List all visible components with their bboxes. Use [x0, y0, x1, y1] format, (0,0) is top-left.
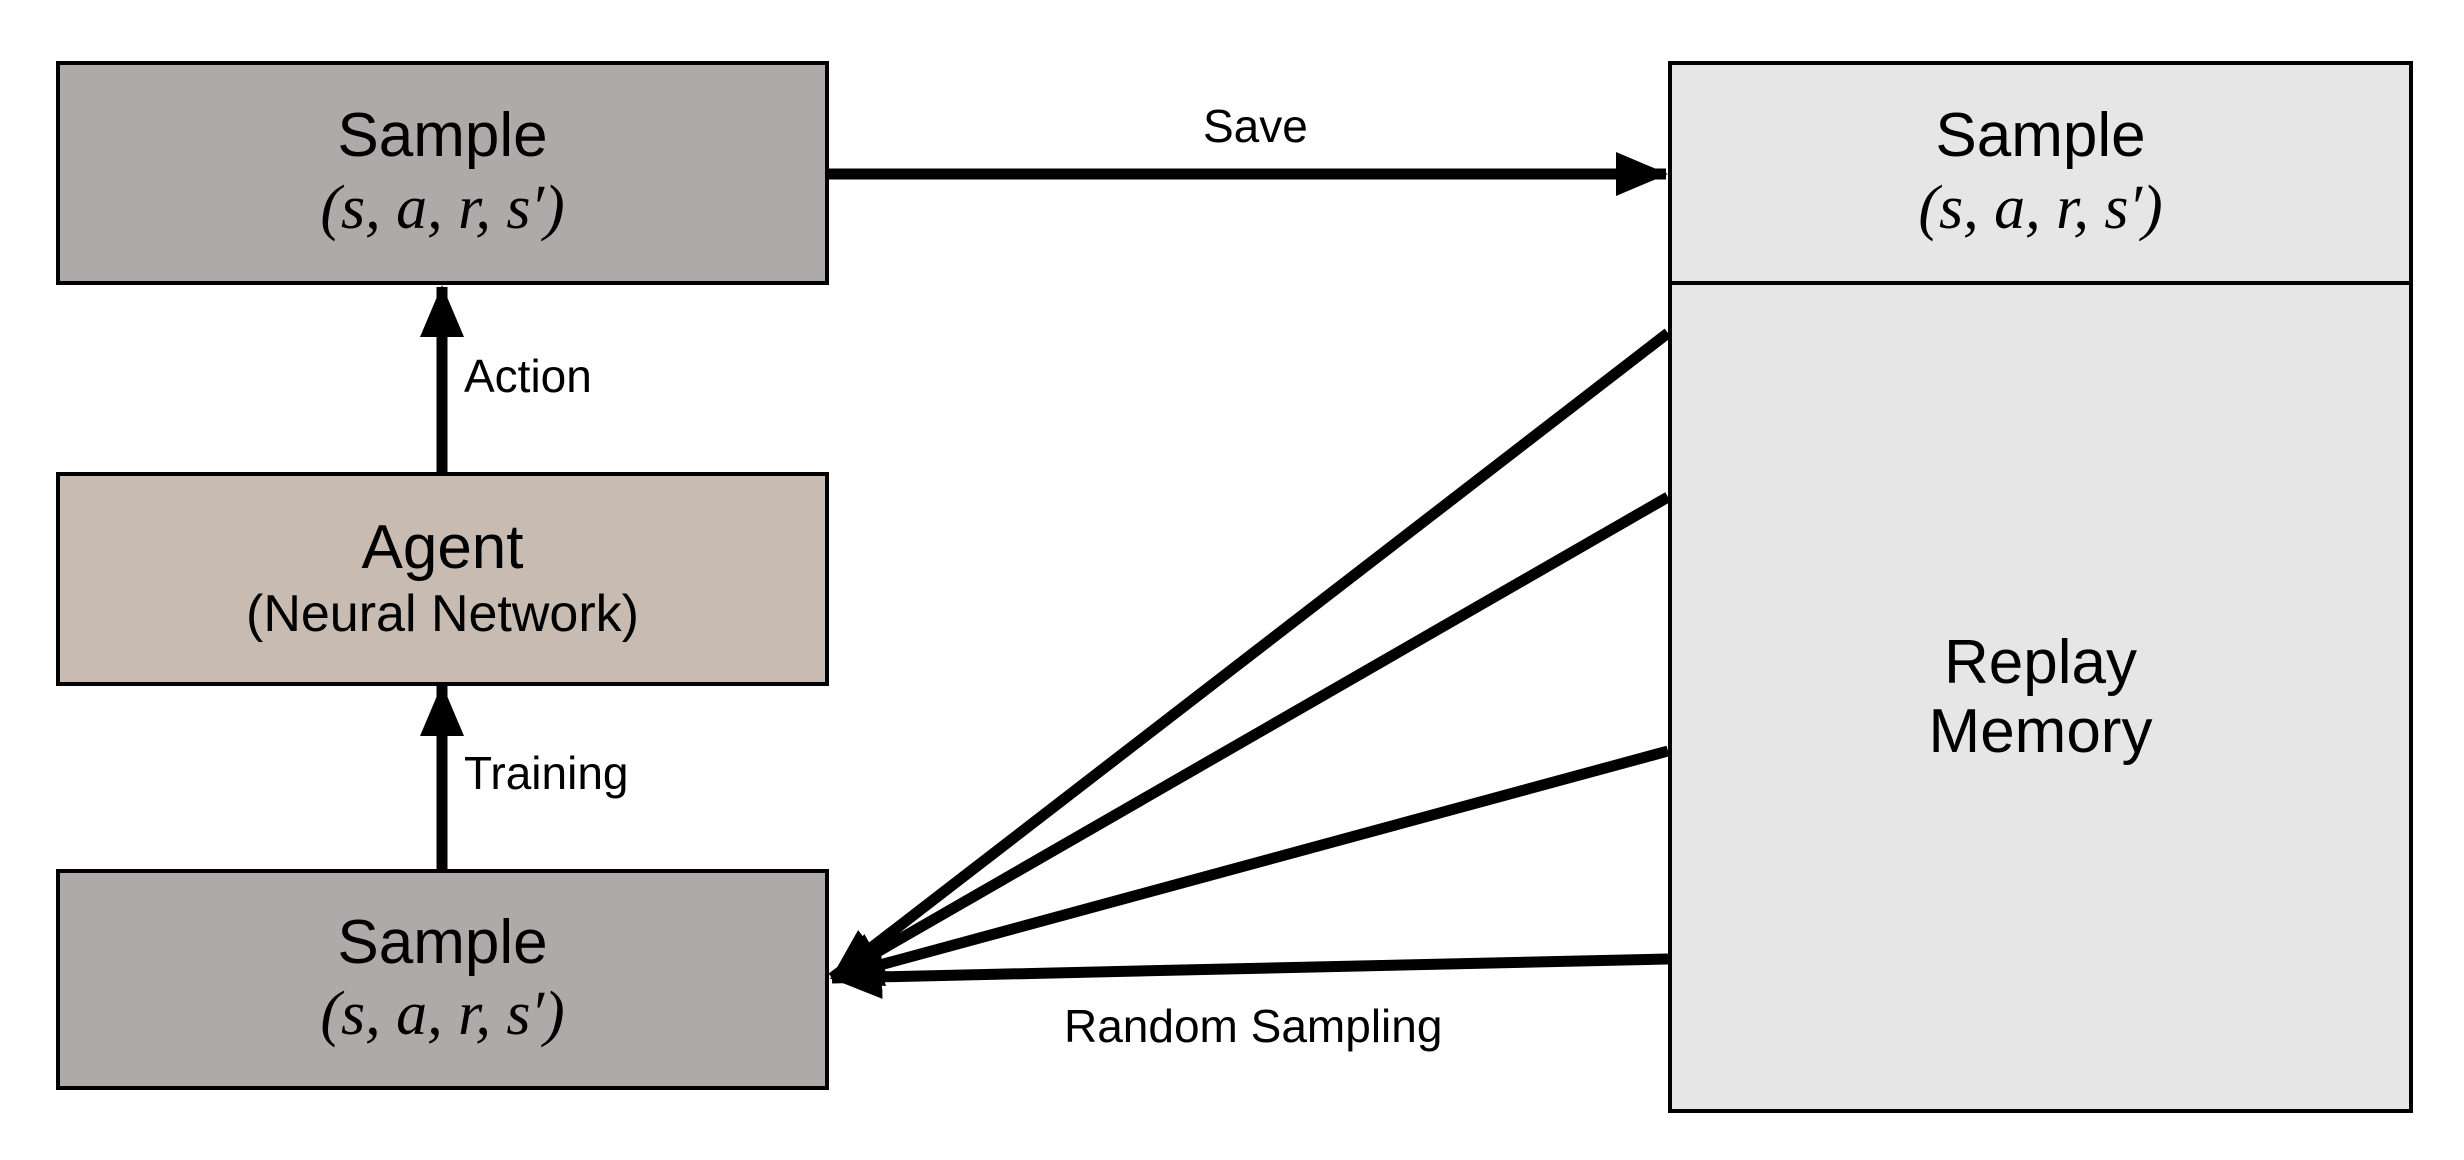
save-label: Save [1203, 100, 1308, 152]
sample-bottom-title: Sample [337, 907, 548, 977]
random-sampling-arrow-2 [829, 492, 1671, 983]
random-sampling-label: Random Sampling [1064, 1000, 1443, 1052]
replay-memory-line1: Replay [1944, 627, 2137, 697]
sample-top-box: Sample (s, a, r, s′) [56, 61, 829, 285]
memory-sample-box: Sample (s, a, r, s′) [1668, 61, 2413, 285]
memory-sample-title: Sample [1935, 101, 2146, 171]
random-sampling-arrow-1 [828, 328, 1672, 983]
training-label: Training [464, 747, 629, 799]
random-sampling-arrow-4 [830, 953, 1669, 999]
sample-bottom-box: Sample (s, a, r, s′) [56, 869, 829, 1090]
action-label: Action [464, 350, 592, 402]
agent-subtitle: (Neural Network) [246, 584, 639, 643]
random-sampling-arrow-3 [830, 745, 1670, 987]
sample-top-title: Sample [337, 101, 548, 171]
memory-sample-tuple: (s, a, r, s′) [1918, 173, 2163, 242]
agent-title: Agent [361, 513, 524, 583]
replay-memory-box: Replay Memory [1668, 281, 2413, 1113]
sample-top-tuple: (s, a, r, s′) [320, 173, 565, 242]
sample-bottom-tuple: (s, a, r, s′) [320, 980, 565, 1049]
agent-box: Agent (Neural Network) [56, 472, 829, 686]
replay-memory-line2: Memory [1928, 697, 2153, 766]
